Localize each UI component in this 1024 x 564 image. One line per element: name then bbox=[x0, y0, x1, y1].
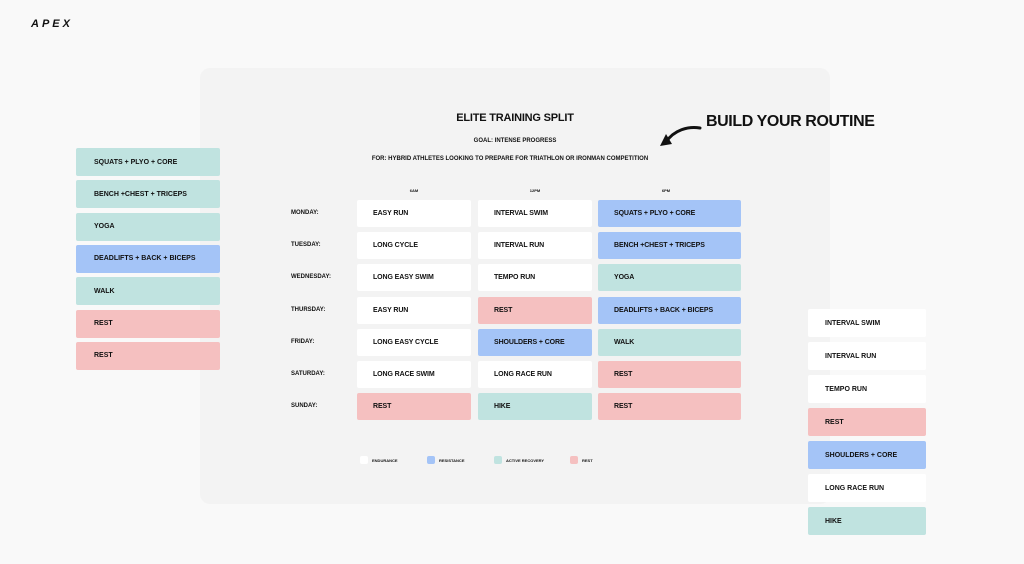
workout-card[interactable]: INTERVAL SWIM bbox=[808, 309, 926, 337]
day-label: SUNDAY: bbox=[291, 403, 318, 410]
legend-swatch bbox=[427, 456, 435, 464]
workout-card[interactable]: LONG RACE RUN bbox=[808, 474, 926, 502]
workout-card[interactable]: DEADLIFTS + BACK + BICEPS bbox=[76, 244, 220, 273]
schedule-slot[interactable]: WALK bbox=[598, 328, 741, 356]
legend-label: ENDURANCE bbox=[372, 457, 398, 463]
day-label: MONDAY: bbox=[291, 210, 319, 216]
schedule-slot[interactable]: LONG RACE RUN bbox=[478, 361, 592, 388]
workout-card[interactable]: BENCH +CHEST + TRICEPS bbox=[76, 180, 220, 209]
schedule-slot[interactable]: REST bbox=[598, 393, 741, 421]
legend-swatch bbox=[360, 456, 368, 464]
schedule-slot[interactable]: LONG EASY SWIM bbox=[357, 264, 471, 292]
schedule-slot[interactable]: SQUATS + PLYO + CORE bbox=[598, 200, 741, 227]
legend-label: REST bbox=[582, 457, 593, 463]
callout-text: BUILD YOUR ROUTINE bbox=[706, 113, 875, 130]
workout-card[interactable]: HIKE bbox=[808, 507, 926, 535]
workout-card[interactable]: TEMPO RUN bbox=[808, 375, 926, 403]
schedule-slot[interactable]: EASY RUN bbox=[357, 200, 471, 227]
schedule-slot[interactable]: BENCH +CHEST + TRICEPS bbox=[598, 232, 741, 260]
day-label: TUESDAY: bbox=[291, 242, 321, 249]
legend-swatch bbox=[570, 456, 578, 464]
day-label: FRIDAY: bbox=[291, 338, 315, 345]
schedule-slot[interactable]: LONG EASY CYCLE bbox=[357, 328, 471, 356]
schedule-slot[interactable]: SHOULDERS + CORE bbox=[478, 328, 592, 356]
legend-label: RESISTANCE bbox=[439, 457, 465, 463]
column-header: 6PM bbox=[661, 188, 671, 193]
day-label: WEDNESDAY: bbox=[291, 274, 332, 281]
schedule-slot[interactable]: EASY RUN bbox=[357, 296, 471, 324]
schedule-slot[interactable]: HIKE bbox=[478, 393, 592, 421]
schedule-slot[interactable]: DEADLIFTS + BACK + BICEPS bbox=[598, 296, 741, 324]
legend-item: ENDURANCE bbox=[360, 456, 398, 464]
schedule-slot[interactable]: YOGA bbox=[598, 264, 741, 292]
schedule-slot[interactable]: LONG RACE SWIM bbox=[357, 361, 471, 388]
workout-card[interactable]: WALK bbox=[76, 277, 220, 306]
legend-item: RESISTANCE bbox=[427, 456, 464, 464]
workout-card[interactable]: SQUATS + PLYO + CORE bbox=[76, 148, 220, 176]
workout-card[interactable]: YOGA bbox=[76, 212, 220, 241]
workout-card[interactable]: REST bbox=[76, 309, 220, 338]
day-label: THURSDAY: bbox=[291, 306, 326, 313]
page-title: ELITE TRAINING SPLIT bbox=[456, 112, 574, 124]
goal-subtitle: GOAL: INTENSE PROGRESS bbox=[473, 138, 557, 144]
schedule-slot[interactable]: INTERVAL SWIM bbox=[478, 200, 592, 227]
schedule-slot[interactable]: REST bbox=[478, 296, 592, 324]
schedule-slot[interactable]: LONG CYCLE bbox=[357, 232, 471, 260]
schedule-slot[interactable]: REST bbox=[598, 361, 741, 388]
schedule-slot[interactable]: INTERVAL RUN bbox=[478, 232, 592, 260]
legend-item: REST bbox=[570, 456, 593, 464]
workout-card[interactable]: INTERVAL RUN bbox=[808, 342, 926, 370]
workout-card[interactable]: SHOULDERS + CORE bbox=[808, 441, 926, 469]
column-header: 6AM bbox=[409, 188, 419, 193]
workout-card[interactable]: REST bbox=[808, 408, 926, 436]
day-label: SATURDAY: bbox=[291, 371, 325, 377]
schedule-slot[interactable]: REST bbox=[357, 393, 471, 421]
schedule-slot[interactable]: TEMPO RUN bbox=[478, 264, 592, 292]
column-header: 12PM bbox=[529, 188, 541, 193]
legend-item: ACTIVE RECOVERY bbox=[494, 456, 544, 464]
brand-logo: APEX bbox=[31, 18, 73, 30]
workout-card[interactable]: REST bbox=[76, 341, 220, 370]
legend-swatch bbox=[494, 456, 502, 464]
audience-subtitle: FOR: HYBRID ATHLETES LOOKING TO PREPARE … bbox=[371, 156, 649, 162]
legend-label: ACTIVE RECOVERY bbox=[506, 457, 545, 463]
arrow-icon bbox=[660, 126, 702, 146]
